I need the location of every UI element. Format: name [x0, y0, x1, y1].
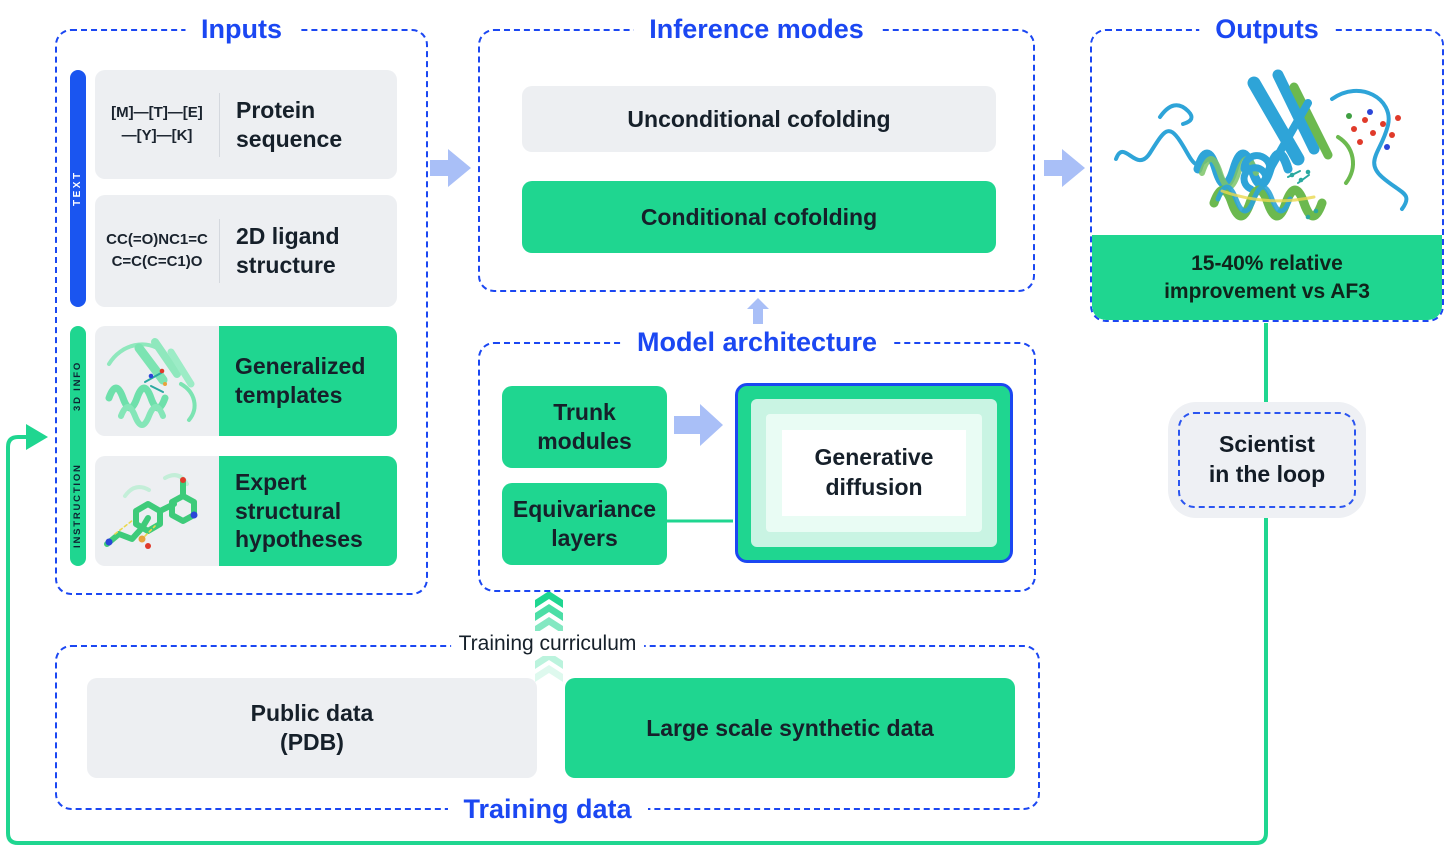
outputs-body: 15-40% relative improvement vs AF3 — [1092, 31, 1442, 320]
text-modality-bar: TEXT — [70, 70, 86, 307]
outputs-panel: 15-40% relative improvement vs AF3 Outpu… — [1090, 11, 1444, 322]
diffusion-nest-layer-2: Generative diffusion — [766, 414, 982, 532]
inference-modes-title: Inference modes — [633, 11, 880, 49]
divider — [219, 219, 220, 283]
equivariance-layers-box: Equivariance layers — [502, 483, 667, 565]
ligand-structure-label: 2D ligand structure — [236, 223, 340, 278]
generative-diffusion-label: Generative diffusion — [782, 430, 966, 516]
model-architecture-title: Model architecture — [620, 324, 894, 362]
training-curriculum-label: Training curriculum — [450, 631, 645, 657]
instruction-bar-label: INSTRUCTION — [72, 463, 84, 549]
scientist-in-the-loop-label: Scientist in the loop — [1178, 412, 1356, 508]
arrow-inference-to-outputs-icon — [1044, 149, 1085, 187]
synthetic-data-box: Large scale synthetic data — [565, 678, 1015, 778]
generative-diffusion-module: Generative diffusion — [735, 383, 1013, 563]
structure-modality-bar: 3D INFO INSTRUCTION — [70, 326, 86, 566]
generalized-templates-card: Generalized templates — [95, 326, 397, 436]
protein-sequence-label: Protein sequence — [236, 96, 343, 152]
text-modality-bar-label: TEXT — [72, 170, 83, 207]
arrow-inputs-to-inference-icon — [430, 149, 471, 187]
outputs-title: Outputs — [1199, 11, 1335, 49]
expert-hypotheses-card: Expert structural hypotheses — [95, 456, 397, 566]
inputs-panel-title: Inputs — [185, 11, 298, 49]
improvement-result-box: 15-40% relative improvement vs AF3 — [1092, 235, 1442, 320]
arrow-architecture-to-inference-icon — [747, 298, 769, 325]
divider — [219, 92, 220, 157]
inference-modes-panel: Inference modes Unconditional cofolding … — [478, 11, 1035, 292]
protein-sequence-card: [M]—[T]—[E] —[Y]—[K] Protein sequence — [95, 70, 397, 179]
protein-ribbon-thumbnail-icon — [95, 326, 219, 436]
loop-arrowhead-icon — [26, 424, 48, 450]
protein-overlay-image — [1114, 69, 1409, 221]
conditional-cofolding-box: Conditional cofolding — [522, 181, 996, 253]
unconditional-cofolding-box: Unconditional cofolding — [522, 86, 996, 152]
ligand-sticks-thumbnail-icon — [95, 456, 219, 566]
public-data-box: Public data (PDB) — [87, 678, 537, 778]
scientist-in-the-loop-box: Scientist in the loop — [1168, 402, 1366, 518]
ligand-structure-card: CC(=O)NC1=C C=C(C=C1)O 2D ligand structu… — [95, 195, 397, 307]
training-data-title: Training data — [447, 791, 648, 829]
expert-hypotheses-label: Expert structural hypotheses — [219, 456, 397, 566]
inputs-panel: Inputs TEXT [M]—[T]—[E] —[Y]—[K] Protein… — [55, 11, 428, 595]
3d-info-bar-label: 3D INFO — [72, 360, 84, 412]
model-architecture-panel: Model architecture Trunk modules Equivar… — [478, 324, 1036, 592]
protein-sequence-code: [M]—[T]—[E] —[Y]—[K] — [111, 104, 203, 144]
training-data-panel: Training curriculum Public data (PDB) La… — [55, 631, 1040, 829]
ligand-smiles-code: CC(=O)NC1=C C=C(C=C1)O — [106, 230, 208, 271]
trunk-modules-box: Trunk modules — [502, 386, 667, 468]
generalized-templates-label: Generalized templates — [219, 326, 397, 436]
diffusion-nest-layer-1: Generative diffusion — [751, 399, 997, 547]
